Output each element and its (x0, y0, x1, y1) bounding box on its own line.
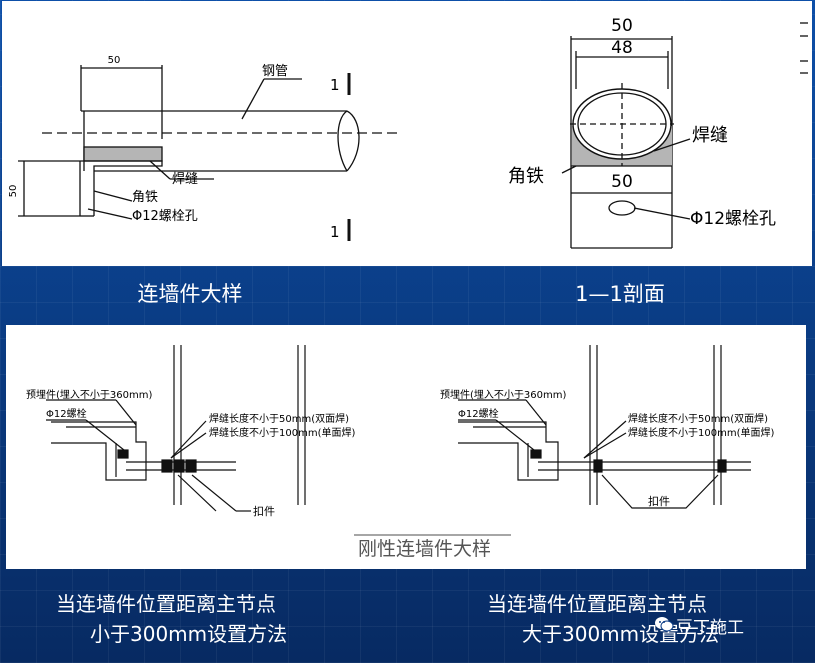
caption-section-1-1: 1—1剖面 (575, 282, 665, 306)
rigid-connector-panel: 预埋件(埋入不小于360mm) Φ12螺栓 焊缝长度不小于50mm(双面焊) 焊… (6, 325, 806, 569)
dim-outer-label: 50 (611, 16, 633, 36)
bottom-left-caption-line1: 当连墙件位置距离主节点 (56, 592, 276, 616)
dim-side-label: 50 (8, 185, 19, 198)
bolt-hole-label-left: Φ12螺栓孔 (132, 209, 198, 224)
angle-label-right: 角铁 (508, 166, 544, 187)
angle-label-left: 角铁 (132, 190, 158, 205)
left-bolt-label: Φ12螺栓 (46, 407, 87, 420)
bolt-hole-label-right: Φ12螺栓孔 (690, 209, 776, 229)
section-mark-top: 1 (330, 76, 340, 94)
weld-label-left: 焊缝 (172, 171, 198, 187)
bottom-left-caption-line2: 小于300mm设置方法 (90, 622, 288, 646)
left-coupler-label: 扣件 (253, 504, 275, 518)
dim-top-label: 50 (108, 55, 121, 66)
right-bolt-label: Φ12螺栓 (458, 407, 499, 420)
pipe-label: 钢管 (262, 64, 288, 79)
wechat-icon (655, 617, 674, 632)
caption-connector-detail: 连墙件大样 (137, 282, 243, 306)
wall-connector-detail-drawing: 50 50 钢管 焊缝 角铁 Φ12螺栓孔 1 1 50 48 焊缝 角铁 50… (8, 16, 808, 249)
left-weld-label-2: 焊缝长度不小于100mm(单面焊) (209, 426, 355, 439)
top-drawing-panel: 50 50 钢管 焊缝 角铁 Φ12螺栓孔 1 1 50 48 焊缝 角铁 50… (2, 1, 812, 266)
right-embed-label: 预埋件(埋入不小于360mm) (440, 389, 566, 401)
section-mark-bottom: 1 (330, 223, 340, 241)
right-weld-label-1: 焊缝长度不小于50mm(双面焊) (628, 412, 768, 425)
weld-label-right: 焊缝 (692, 125, 728, 146)
rigid-connector-title: 刚性连墙件大样 (358, 538, 491, 560)
watermark-text: 豆丁施工 (676, 618, 744, 638)
right-weld-label-2: 焊缝长度不小于100mm(单面焊) (628, 426, 774, 439)
dim-lower-label: 50 (611, 172, 633, 192)
left-weld-label-1: 焊缝长度不小于50mm(双面焊) (209, 412, 349, 425)
bottom-right-caption-line1: 当连墙件位置距离主节点 (487, 592, 707, 616)
dim-inner-label: 48 (611, 38, 633, 58)
bottom-right-caption-line2: 大于300mm设置方法 (522, 622, 720, 646)
left-embed-label: 预埋件(埋入不小于360mm) (26, 389, 152, 401)
rigid-connector-drawing: 预埋件(埋入不小于360mm) Φ12螺栓 焊缝长度不小于50mm(双面焊) 焊… (26, 345, 774, 560)
right-coupler-label: 扣件 (648, 494, 670, 508)
